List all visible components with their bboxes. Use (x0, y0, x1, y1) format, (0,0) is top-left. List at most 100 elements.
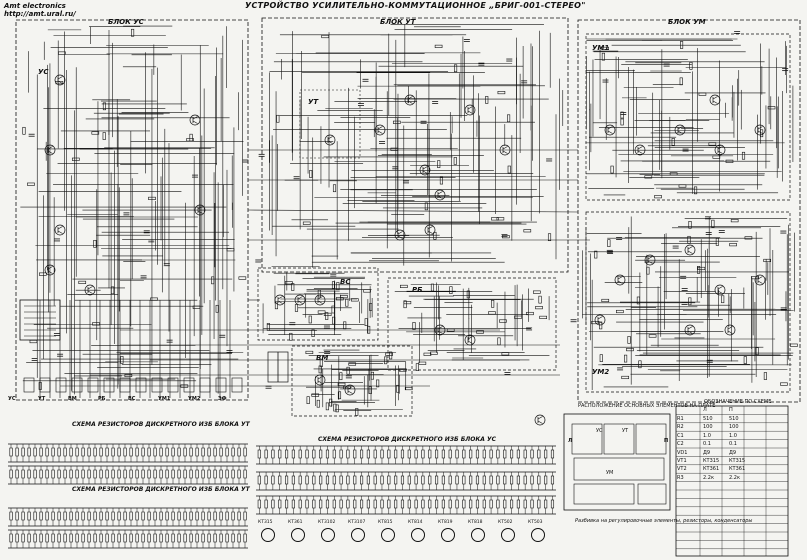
ladder-us-b-resistor (516, 475, 520, 485)
resistor-symbol (124, 373, 133, 378)
ladder-us-resistor (482, 449, 486, 459)
ladder-ut2-resistor (213, 511, 217, 521)
ladder-ut2b-resistor (219, 533, 223, 543)
ladder-ut2-resistor (27, 511, 31, 521)
transistor-lead (437, 191, 443, 195)
ladder-ut1-resistor (75, 447, 79, 457)
ladder-us-b-resistor (400, 475, 405, 485)
resistor-symbol (55, 81, 64, 85)
resistor-symbol (392, 120, 401, 124)
connector-pin (199, 377, 211, 393)
ladder-ut2b-resistor (87, 533, 91, 543)
transistor-lead (317, 380, 323, 384)
ladder-ut2b-resistor (141, 533, 145, 543)
ladder-us-c-resistor (400, 499, 405, 509)
resistor-symbol (449, 286, 453, 294)
ladder-ut1-resistor (207, 447, 211, 457)
table-cell: КТ315 (729, 458, 746, 464)
resistor-symbol (276, 114, 280, 123)
resistor-symbol (309, 170, 313, 178)
ladder-us-c-resistor (407, 499, 411, 509)
transistor-lead (537, 420, 543, 424)
resistor-symbol (412, 322, 416, 330)
ladder-us-b-resistor (325, 475, 330, 485)
resistor-symbol (621, 375, 630, 380)
ladder-us-b-resistor (312, 475, 316, 485)
transistor-symbol (604, 124, 616, 136)
ladder-ut1-resistor (69, 447, 73, 457)
ladder-ut2b-resistor (81, 533, 85, 543)
ladder-ut1-resistor (165, 447, 169, 457)
ladder-us-c-resistor (366, 499, 370, 509)
resistor-symbol (507, 165, 511, 174)
resistor-symbol (291, 283, 295, 291)
resistor-symbol (340, 294, 348, 299)
table-cell: R3 (677, 474, 684, 481)
resistor-symbol (346, 366, 350, 375)
ladder-us-b-resistor (421, 475, 425, 485)
transistor-lead (617, 280, 623, 284)
ladder-ut1-resistor (45, 447, 49, 457)
switch-body (19, 299, 61, 341)
transistor-lead (597, 316, 603, 320)
resistor-symbol (514, 315, 522, 319)
brand-url[interactable]: http://amt.ural.ru/ (4, 10, 76, 18)
ladder-ut2-resistor (141, 511, 145, 521)
ladder-us-resistor (298, 449, 302, 459)
ladder-ut1-resistor (219, 447, 223, 457)
transistor-symbol (374, 124, 386, 136)
transistor-symbol (634, 144, 646, 156)
resistor-symbol (476, 330, 484, 334)
ladder-us-c-resistor (278, 499, 282, 509)
ladder-ut1b-resistor (195, 469, 199, 479)
resistor-symbol (403, 301, 412, 305)
resistor-symbol (102, 132, 106, 140)
part-pinout-icon (411, 528, 425, 542)
ladder-ut2b-resistor (21, 533, 25, 543)
ladder-us-c-resistor (319, 499, 323, 509)
ladder-ut2-resistor (69, 511, 73, 521)
ladder-us-b-resistor (510, 475, 514, 485)
connector-pin (231, 377, 243, 393)
transistor-symbol (684, 244, 696, 256)
pin-label: УМ2 (188, 396, 201, 402)
ladder-us-c-resistor (414, 499, 418, 509)
ladder-ut2b-resistor (129, 533, 133, 543)
ladder-ut2-resistor (147, 511, 151, 521)
block-ut-label: БЛОК УТ (380, 18, 416, 26)
resistor-symbol (336, 282, 340, 290)
ladder-ut1-resistor (213, 447, 217, 457)
ladder-us-c-resistor (448, 499, 452, 509)
resistor-symbol (308, 315, 312, 324)
block-um2-label: УМ2 (592, 368, 610, 376)
ladder-ut1b-resistor (237, 469, 241, 479)
ladder-ut2-resistor (63, 511, 67, 521)
ladder-ut2b-resistor (171, 533, 175, 543)
resistor-symbol (491, 217, 499, 221)
ladder-us-resistor (394, 449, 398, 459)
resistor-symbol (131, 28, 135, 37)
transistor-symbol (434, 189, 446, 201)
transistor-lead (717, 290, 723, 294)
ladder-us-resistor (489, 449, 493, 459)
ladder-ut2-resistor (33, 511, 37, 521)
transistor-symbol (189, 114, 201, 126)
table-cell: 0.1 (703, 441, 711, 448)
transistor-lead (717, 286, 723, 290)
resistor-symbol (363, 289, 371, 293)
ladder-ut1b-resistor (27, 469, 31, 479)
resistor-symbol (499, 319, 507, 323)
transistor-lead (87, 286, 93, 290)
transistor-symbol (464, 104, 476, 116)
resistor-symbol (192, 305, 201, 309)
resistor-symbol (339, 372, 343, 381)
ladder-ut1-resistor (87, 447, 91, 457)
ladder-ut2-resistor (81, 511, 85, 521)
resistor-symbol (636, 296, 640, 305)
ladder-us-resistor (264, 449, 268, 459)
resistor-symbol (311, 329, 315, 337)
resistor-symbol (350, 298, 359, 302)
ladder-ut1-resistor (81, 447, 85, 457)
transistor-symbol (594, 314, 606, 326)
ladder-ut1b-resistor (165, 469, 169, 479)
